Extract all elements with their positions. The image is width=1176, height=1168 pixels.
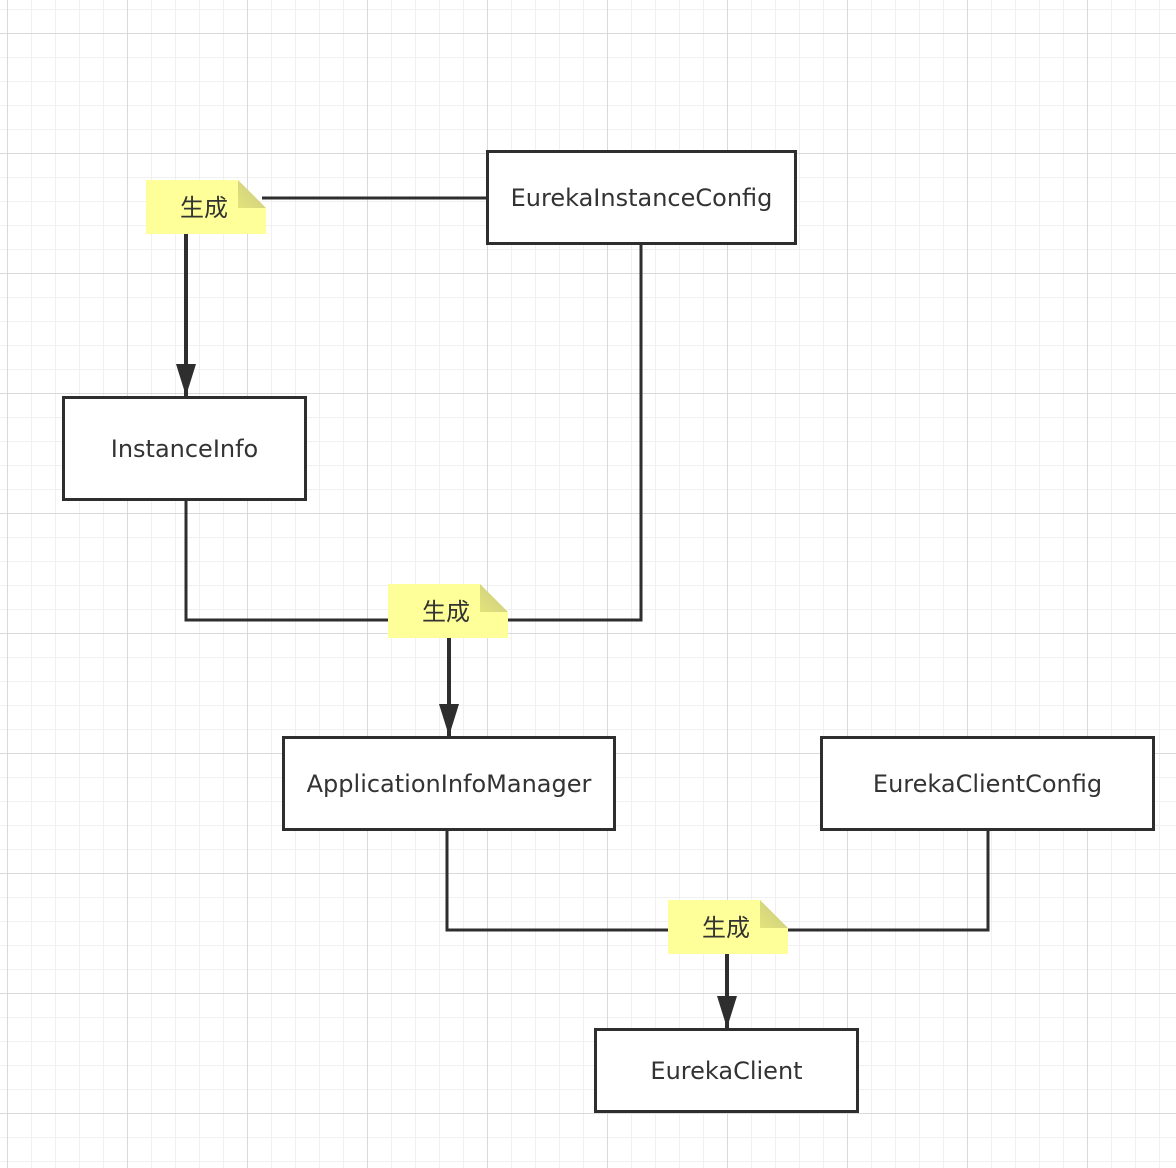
generate-note-2: 生成: [388, 584, 508, 638]
connector-clientconfig-to-note3: [784, 830, 990, 932]
node-instance-info-label: InstanceInfo: [110, 434, 259, 463]
generate-note-3-label: 生成: [702, 913, 750, 942]
node-eureka-instance-config-label: EurekaInstanceConfig: [510, 183, 773, 212]
node-eureka-client-config[interactable]: EurekaClientConfig: [820, 736, 1155, 831]
node-application-info-manager-label: ApplicationInfoManager: [306, 769, 592, 798]
arrowhead-instanceinfo: [176, 364, 196, 396]
generate-note-2-label: 生成: [422, 597, 470, 626]
node-eureka-instance-config[interactable]: EurekaInstanceConfig: [486, 150, 797, 245]
node-eureka-client-label: EurekaClient: [650, 1056, 803, 1085]
node-instance-info[interactable]: InstanceInfo: [62, 396, 307, 501]
node-application-info-manager[interactable]: ApplicationInfoManager: [282, 736, 616, 831]
connector-appinfomanager-to-note3: [445, 830, 670, 932]
generate-note-1-label: 生成: [180, 193, 228, 222]
arrowhead-appinfomanager: [439, 704, 459, 736]
node-eureka-client-config-label: EurekaClientConfig: [872, 769, 1103, 798]
node-eureka-client[interactable]: EurekaClient: [594, 1028, 859, 1113]
connector-instanceinfo-to-note2: [184, 500, 390, 622]
generate-note-3: 生成: [668, 900, 788, 954]
generate-note-1: 生成: [146, 180, 266, 234]
connector-config-to-note2: [506, 244, 643, 622]
arrowhead-eurekaclient: [717, 996, 737, 1028]
